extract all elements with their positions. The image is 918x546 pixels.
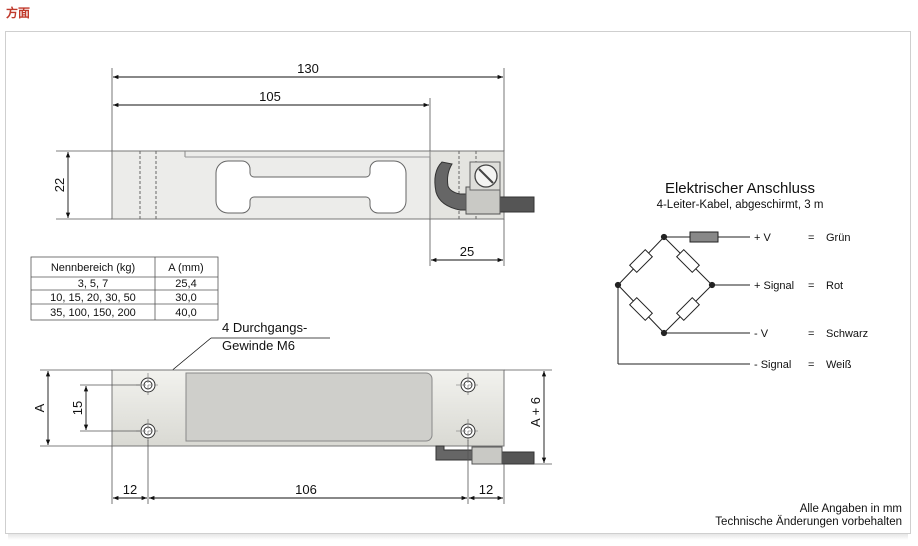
dim-22-label: 22: [52, 178, 67, 192]
dim-12-left-label: 12: [123, 482, 137, 497]
table-cell: 30,0: [175, 292, 196, 304]
dimension-lines-side: [56, 68, 505, 266]
dim-12-right-label: 12: [479, 482, 493, 497]
thread-label-line1: 4 Durchgangs-: [222, 320, 307, 335]
wire-signal: + Signal: [754, 280, 794, 292]
dimension-lines-top: [40, 369, 552, 504]
side-view: [111, 150, 535, 220]
table-cell: 3, 5, 7: [78, 278, 109, 290]
table-header-range: Nennbereich (kg): [51, 262, 135, 274]
wire-eq: =: [808, 359, 814, 371]
table-cell: 40,0: [175, 307, 196, 319]
top-view: [111, 369, 535, 465]
wire-eq: =: [808, 328, 814, 340]
wire-color: Weiß: [826, 359, 852, 371]
footnote-changes: Technische Änderungen vorbehalten: [715, 516, 902, 528]
wire-eq: =: [808, 280, 814, 292]
dim-130-label: 130: [297, 61, 319, 76]
wire-signal: - Signal: [754, 359, 791, 371]
table-header-a: A (mm): [168, 262, 203, 274]
frame-shadow: [8, 534, 908, 540]
wire-color: Grün: [826, 232, 850, 244]
table-cell: 35, 100, 150, 200: [50, 307, 136, 319]
dim-a6-label: A + 6: [528, 397, 543, 427]
wire-eq: =: [808, 232, 814, 244]
wire-signal: - V: [754, 328, 769, 340]
capacity-table: [30, 256, 219, 321]
wire-color: Schwarz: [826, 328, 868, 340]
table-cell: 10, 15, 20, 30, 50: [50, 292, 136, 304]
thread-label-line2: Gewinde M6: [222, 338, 295, 353]
electrical-title: Elektrischer Anschluss: [665, 180, 815, 197]
dim-25-label: 25: [460, 244, 474, 259]
table-cell: 25,4: [175, 278, 196, 290]
dim-15-label: 15: [70, 401, 85, 415]
footnote-units: Alle Angaben in mm: [800, 503, 902, 515]
dim-105-label: 105: [259, 89, 281, 104]
bridge-circuit: [614, 231, 750, 365]
wire-list: + V = Grün + Signal = Rot - V = Schwarz …: [754, 232, 868, 371]
page-title: 方面: [6, 6, 31, 20]
dim-106-label: 106: [295, 482, 317, 497]
dim-a-label: A: [32, 403, 47, 412]
wire-color: Rot: [826, 280, 843, 292]
wire-signal: + V: [754, 232, 771, 244]
electrical-subtitle: 4-Leiter-Kabel, abgeschirmt, 3 m: [657, 199, 824, 211]
